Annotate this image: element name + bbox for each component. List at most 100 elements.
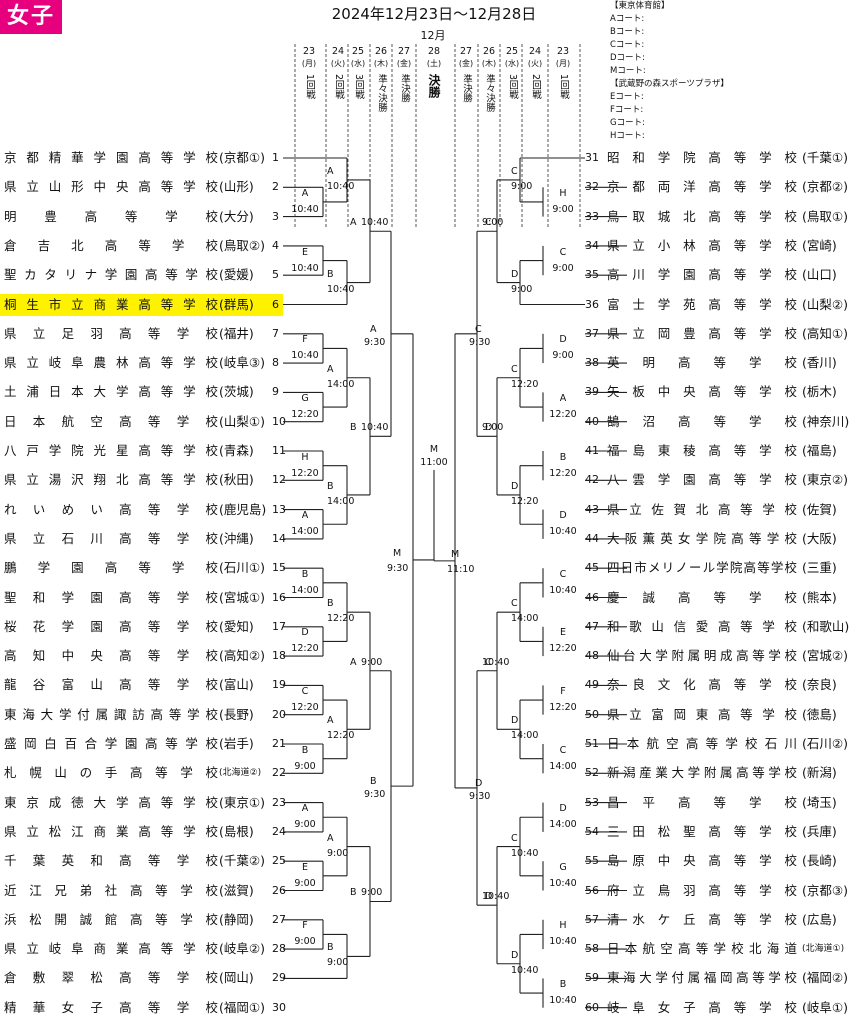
team-name: 聖和学園高等学校 xyxy=(4,589,235,605)
team-number: 13 xyxy=(272,502,286,516)
date-header-day: 23 xyxy=(556,46,570,57)
team-number: 7 xyxy=(272,326,279,340)
match-court-label: D xyxy=(485,422,493,434)
date-header-weekday: (土) xyxy=(426,59,442,68)
team-name: 県立山形中央高等学校 xyxy=(4,179,228,195)
team-prefecture: (石川①) xyxy=(219,560,265,576)
team-number: 6 xyxy=(272,297,279,311)
match-time-label: 12:20 xyxy=(511,495,539,507)
team-name: 島原中央高等学校 xyxy=(607,853,810,869)
team-name: 清水ケ丘高等学校 xyxy=(607,911,810,927)
team-name: 新潟産業大学附属高等学校 xyxy=(607,765,801,781)
team-prefecture: (愛媛) xyxy=(219,267,254,283)
team-name: 三田松聖高等学校 xyxy=(607,823,810,839)
date-header-weekday: (金) xyxy=(396,59,412,68)
match-court-label: A xyxy=(301,187,309,199)
date-header-round: 準決勝 xyxy=(461,74,472,103)
team-name: 高川学園高等学校 xyxy=(607,267,810,283)
date-header-day: 25 xyxy=(505,46,519,57)
match-court-label: D xyxy=(511,480,519,492)
team-name: 聖カタリナ学園高等学校 xyxy=(4,267,226,283)
team-name: 福島東稜高等学校 xyxy=(607,443,810,458)
team-prefecture: (岡山) xyxy=(219,970,254,986)
match-time-label: 12:20 xyxy=(549,702,577,714)
match-time-label: 14:00 xyxy=(327,378,355,390)
team-number: 29 xyxy=(272,971,286,985)
match-court-label: A xyxy=(370,323,377,335)
date-header-weekday: (木) xyxy=(373,59,389,68)
team-prefecture: (京都①) xyxy=(219,150,265,165)
team-prefecture: (島根) xyxy=(219,823,254,839)
match-court-label: B xyxy=(370,776,377,788)
team-name: 東海大学付属福岡高等学校 xyxy=(607,970,801,986)
team-name: 県立足羽高等学校 xyxy=(4,325,235,341)
team-prefecture: (鹿児島) xyxy=(219,501,267,517)
match-time-label: 9:30 xyxy=(364,336,386,348)
match-court-label: B xyxy=(327,942,334,954)
final-time-label: 11:00 xyxy=(420,456,448,468)
match-court-label: B xyxy=(301,568,309,580)
match-court-label: A xyxy=(559,393,567,405)
match-time-label: 10:40 xyxy=(482,656,510,668)
venue-line: Eコート: xyxy=(610,92,644,102)
team-name: 四日市メリノール学院高等学校 xyxy=(607,560,799,576)
match-time-label: 9:00 xyxy=(552,350,574,362)
team-name: 浜松開誠館高等学校 xyxy=(4,911,231,927)
date-header-round: 準々決勝 xyxy=(484,74,495,112)
match-court-label: H xyxy=(559,920,567,932)
match-court-label: H xyxy=(559,187,567,199)
match-time-label: 12:20 xyxy=(291,409,319,421)
date-header-day: 24 xyxy=(331,46,345,57)
date-header-round: 3回戦 xyxy=(507,74,518,100)
team-prefecture: (神奈川) xyxy=(802,413,850,429)
date-header-day: 26 xyxy=(374,46,388,57)
team-number: 14 xyxy=(272,531,286,545)
match-time-label: 9:00 xyxy=(552,203,574,215)
match-court-label: C xyxy=(511,832,518,844)
team-prefecture: (滋賀) xyxy=(219,882,254,898)
team-prefecture: (山梨①) xyxy=(219,413,265,429)
date-header-weekday: (火) xyxy=(330,59,346,68)
match-time-label: 9:00 xyxy=(294,936,316,948)
team-name: 日本航空高等学校 xyxy=(4,413,235,429)
match-court-label: B xyxy=(559,979,567,991)
team-number: 2 xyxy=(272,180,279,194)
date-header-round: 準決勝 xyxy=(399,74,410,103)
match-time-label: 10:40 xyxy=(291,203,319,215)
team-name: 県立岐阜商業高等学校 xyxy=(4,941,228,957)
match-court-label: C xyxy=(559,744,567,756)
team-prefecture: (埼玉) xyxy=(802,794,837,810)
match-court-label: F xyxy=(560,686,566,698)
team-number: 16 xyxy=(272,590,286,604)
team-name: 県立石川高等学校 xyxy=(4,530,235,546)
team-name: 桜花学園高等学校 xyxy=(4,618,235,634)
team-number: 18 xyxy=(272,649,286,663)
match-court-label: G xyxy=(301,393,309,405)
team-name: れいめい高等学校 xyxy=(4,501,235,517)
team-name: 倉敷翠松高等学校 xyxy=(4,970,235,986)
match-court-label: C xyxy=(559,568,567,580)
team-name: 県立富岡東高等学校 xyxy=(607,706,807,722)
match-court-label: B xyxy=(350,887,357,899)
team-number: 17 xyxy=(272,619,286,633)
team-prefecture: (兵庫) xyxy=(802,823,837,839)
date-header-round: 1回戦 xyxy=(558,74,569,100)
match-court-label: B xyxy=(327,598,334,610)
venue-court-legend: 【東京体育館】Aコート:Bコート:Cコート:Dコート:Mコート:【武蔵野の森スポ… xyxy=(610,0,729,143)
date-header-column: 28(土)決勝 xyxy=(423,46,445,98)
match-court-label: C xyxy=(559,246,567,258)
match-time-label: 10:40 xyxy=(482,891,510,903)
match-time-label: 10:40 xyxy=(549,584,577,596)
date-header-column: 23(月)1回戦 xyxy=(298,46,320,99)
team-name: 鵬学園高等学校 xyxy=(4,560,240,576)
match-court-label: B xyxy=(327,480,334,492)
team-prefecture: (静岡) xyxy=(219,911,254,927)
team-prefecture: (青森) xyxy=(219,443,254,458)
team-prefecture: (熊本) xyxy=(802,589,837,605)
team-prefecture: (北海道②) xyxy=(219,768,262,779)
team-name: 倉吉北高等学校 xyxy=(4,237,240,253)
venue-line: Mコート: xyxy=(610,66,646,76)
date-header-round: 準々決勝 xyxy=(376,74,387,112)
team-prefecture: (長野) xyxy=(219,706,254,722)
